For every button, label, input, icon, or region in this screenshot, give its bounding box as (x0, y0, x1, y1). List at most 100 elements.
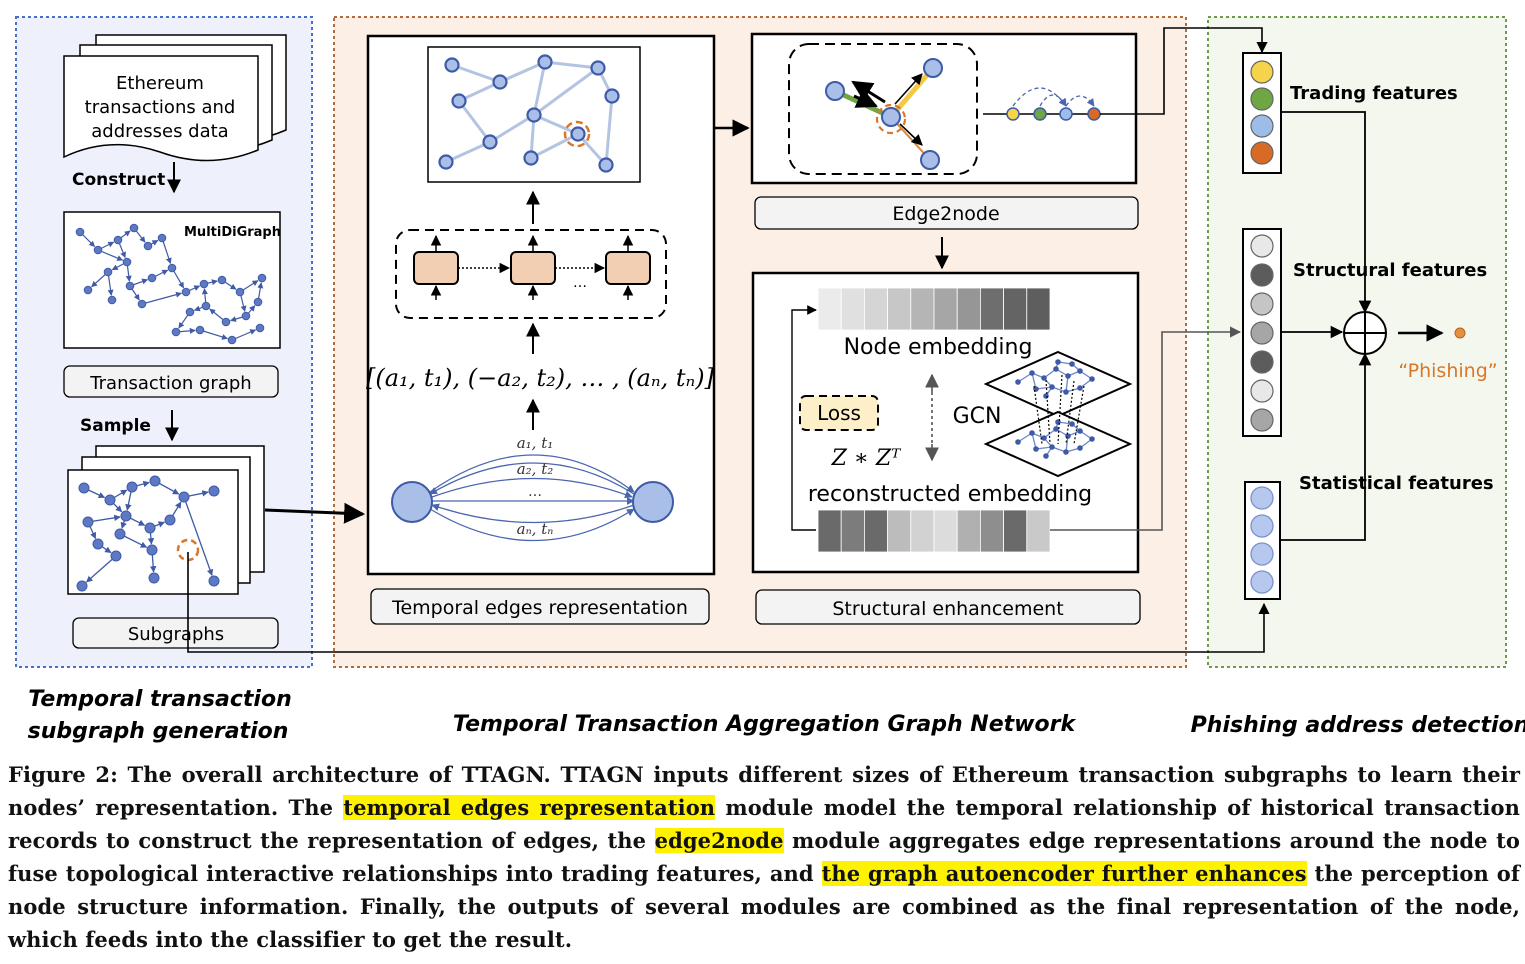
graph-edge (499, 60, 546, 84)
gcn-node (1089, 436, 1095, 442)
sequence-formula: [(a₁, t₁), (−a₂, t₂), … , (aₙ, tₙ)] (366, 364, 715, 392)
gcn-label: GCN (953, 404, 1002, 429)
gcn-node (1053, 426, 1059, 432)
architecture-diagram: Ethereum transactions and addresses data… (15, 16, 1525, 744)
gru-dashed-box (395, 229, 667, 319)
gcn-node (1015, 379, 1021, 385)
graph-node (444, 57, 460, 73)
gcn-node (1069, 361, 1075, 367)
graph-node (208, 485, 220, 497)
gcn-node (1033, 446, 1039, 452)
gcn-node (1077, 368, 1083, 374)
embedding-cell (840, 287, 865, 331)
gcn-node (1043, 453, 1049, 459)
graph-edge (183, 496, 214, 576)
embedding-cell (956, 287, 981, 331)
graph-node (171, 327, 181, 337)
graph-edge (451, 63, 501, 84)
graph-node (110, 550, 122, 562)
graph-node (144, 522, 156, 534)
reconstructed-label: reconstructed embedding (808, 482, 1092, 507)
graph-node (438, 154, 454, 170)
figure-caption: Figure 2: The overall architecture of TT… (8, 758, 1520, 956)
gcn-node (1041, 375, 1047, 381)
graph-node (125, 281, 135, 291)
graph-node (208, 575, 220, 587)
gcn-node (1069, 421, 1075, 427)
gru-cell-2 (510, 251, 556, 285)
embedding-cell (887, 287, 912, 331)
embedding-cell (817, 287, 842, 331)
embedding-cell (1026, 287, 1051, 331)
graph-node (199, 279, 209, 289)
embedding-cell (864, 287, 889, 331)
output-node (1454, 327, 1466, 339)
transaction-graph-nodes (75, 223, 267, 345)
caption-part-2: module model the temporal relationship o… (8, 795, 1520, 853)
structural-cell (1250, 234, 1274, 258)
graph-node (537, 54, 553, 70)
embedding-cell (1003, 509, 1028, 553)
graph-edge (141, 291, 182, 305)
graph-node (221, 317, 231, 327)
trading-cell-yellow (1250, 60, 1274, 84)
left-panel-title-2: subgraph generation (28, 719, 289, 744)
embedding-cell (840, 509, 865, 553)
gcn-dotted-link (1045, 379, 1051, 445)
caption-highlight-1: temporal edges representation (343, 795, 716, 820)
graph-edge (199, 329, 228, 340)
zzt-label: Z ∗ Zᵀ (831, 446, 903, 471)
node-embedding-label: Node embedding (844, 335, 1033, 360)
loss-label: Loss (817, 401, 861, 425)
structural-connector (1050, 326, 1242, 531)
subgraphs-label: Subgraphs (128, 624, 224, 645)
structural-label-box (755, 589, 1141, 625)
gcn-node (1077, 445, 1083, 451)
node-embedding-bar (817, 287, 1051, 331)
edge2node-chain (983, 87, 1101, 121)
graph-node (113, 235, 123, 245)
embedding-cell (910, 287, 935, 331)
statistical-to-combine (1280, 352, 1372, 541)
graph-node (451, 93, 467, 109)
graph-node (114, 528, 126, 540)
temporal-edges-label: Temporal edges representation (391, 597, 688, 619)
data-label-3: addresses data (91, 121, 228, 142)
graph-edge (544, 60, 599, 70)
embedding-cell (956, 509, 981, 553)
graph-node (157, 233, 167, 243)
gcn-node (1015, 439, 1021, 445)
structural-cell (1250, 263, 1274, 287)
gcn-dotted-link (1057, 374, 1063, 445)
graph-node (201, 301, 211, 311)
statistical-features-label: Statistical features (1299, 473, 1494, 494)
multidigraph-label: MultiDiGraph (184, 225, 281, 240)
graph-edge (533, 66, 599, 117)
graph-node (590, 60, 606, 76)
gcn-node (1065, 433, 1071, 439)
trading-connector (1100, 27, 1268, 115)
graph-node (103, 267, 113, 277)
graph-node (78, 482, 90, 494)
gcn-node (1049, 384, 1055, 390)
trading-cell-orange (1250, 141, 1274, 165)
gru-dots: … (573, 275, 587, 291)
edge2node-star (825, 58, 943, 170)
graph-node (195, 325, 205, 335)
statistical-cell (1250, 542, 1274, 566)
graph-node (241, 311, 251, 321)
statistical-connector (187, 552, 1270, 653)
node-graph-target-marker (563, 120, 591, 148)
graph-node (570, 126, 586, 142)
graph-edge (445, 140, 491, 164)
graph-node (107, 295, 117, 305)
edge-label-n: aₙ, tₙ (517, 520, 554, 538)
embedding-cell (1026, 509, 1051, 553)
graph-node (255, 323, 265, 333)
embedding-cell (980, 509, 1005, 553)
edge2node-dashed-box (788, 43, 978, 175)
gcn-node (1043, 393, 1049, 399)
gcn-node (1029, 430, 1035, 436)
trading-label: Trading features (1290, 83, 1458, 104)
reconstruction-loop-arrow (791, 305, 817, 531)
